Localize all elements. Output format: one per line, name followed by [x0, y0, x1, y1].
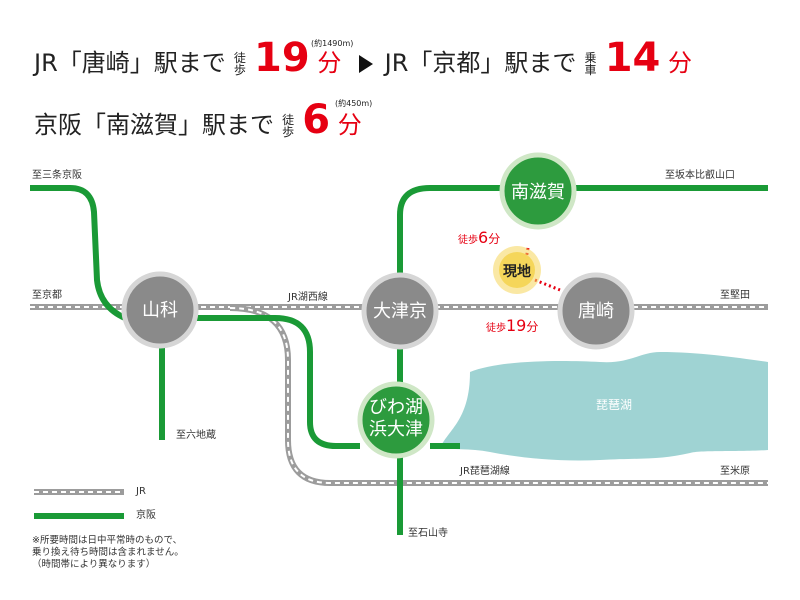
station-label-minamishiga: 南滋賀: [511, 182, 565, 203]
dest-ishiyamadera: 至石山寺: [408, 528, 448, 539]
station-otsukyo: [361, 272, 439, 350]
karasaki-route-text: JR「唐崎」駅まで: [34, 49, 226, 77]
footnote-line-2: 乗り換え待ち時間は含まれません。: [32, 547, 184, 558]
lake-biwa: [440, 352, 768, 461]
kyoto-minutes-unit: 分: [668, 49, 692, 77]
kyoto-route-text: JR「京都」駅まで: [384, 49, 577, 77]
dest-katata: 至堅田: [720, 290, 750, 301]
dest-sanjo: 至三条京阪: [32, 170, 82, 181]
header-line-2: 京阪「南滋賀」駅まで 徒歩 6 分: [34, 98, 362, 147]
station-label-hamaotsu: 浜大津: [369, 419, 423, 440]
ride-label: 乗車: [584, 51, 597, 77]
site-label: 現地: [503, 264, 531, 280]
minamishiga-minutes-unit: 分: [337, 111, 362, 139]
dest-sakamoto: 至坂本比叡山口: [665, 170, 735, 181]
walk-time-karasaki: 徒歩19分: [486, 316, 539, 335]
walk-time-minamishiga: 徒歩6分: [458, 228, 501, 247]
station-label-otsukyo: 大津京: [373, 301, 427, 322]
minamishiga-route-text: 京阪「南滋賀」駅まで: [34, 111, 274, 139]
station-label-biwako: びわ湖: [369, 397, 423, 418]
footnote: ※所要時間は日中平常時のもので、 乗り換え待ち時間は含まれません。 （時間帯によ…: [32, 535, 184, 571]
walk-label-2: 徒歩: [282, 113, 295, 139]
kyoto-minutes: 14: [604, 35, 661, 81]
dest-maibara: 至米原: [720, 466, 750, 477]
jr-kosei-label: JR湖西線: [288, 292, 328, 303]
station-label-karasaki: 唐崎: [578, 301, 614, 322]
minamishiga-distance: (約450m): [335, 99, 373, 108]
karasaki-minutes-unit: 分: [317, 49, 342, 77]
footnote-line-1: ※所要時間は日中平常時のもので、: [32, 535, 183, 546]
legend-jr-label: JR: [136, 486, 146, 497]
jr-biwako-label: JR琵琶湖線: [460, 466, 510, 477]
station-minamishiga: [499, 152, 577, 230]
station-label-yamashina: 山科: [142, 300, 178, 321]
karasaki-minutes: 19: [254, 35, 310, 81]
station-yamashina: [121, 271, 199, 349]
site-marker: [493, 246, 541, 294]
header-line-1: JR「唐崎」駅まで 徒歩 19 分 JR「京都」駅まで 乗車 14 分: [34, 36, 692, 85]
walk-label: 徒歩: [233, 51, 246, 77]
station-biwako-hamaotsu: [357, 381, 435, 459]
dest-kyoto: 至京都: [32, 290, 62, 301]
karasaki-distance: (約1490m): [311, 39, 354, 48]
station-karasaki: [557, 272, 635, 350]
footnote-line-3: （時間帯により異なります）: [32, 559, 156, 570]
dest-rokujizo: 至六地蔵: [176, 430, 216, 441]
legend-keihan-label: 京阪: [136, 510, 156, 521]
walk-path-karasaki: [534, 278, 561, 292]
lake-label: 琵琶湖: [596, 398, 633, 412]
arrow-icon: [359, 55, 373, 73]
minamishiga-minutes: 6: [302, 97, 331, 143]
